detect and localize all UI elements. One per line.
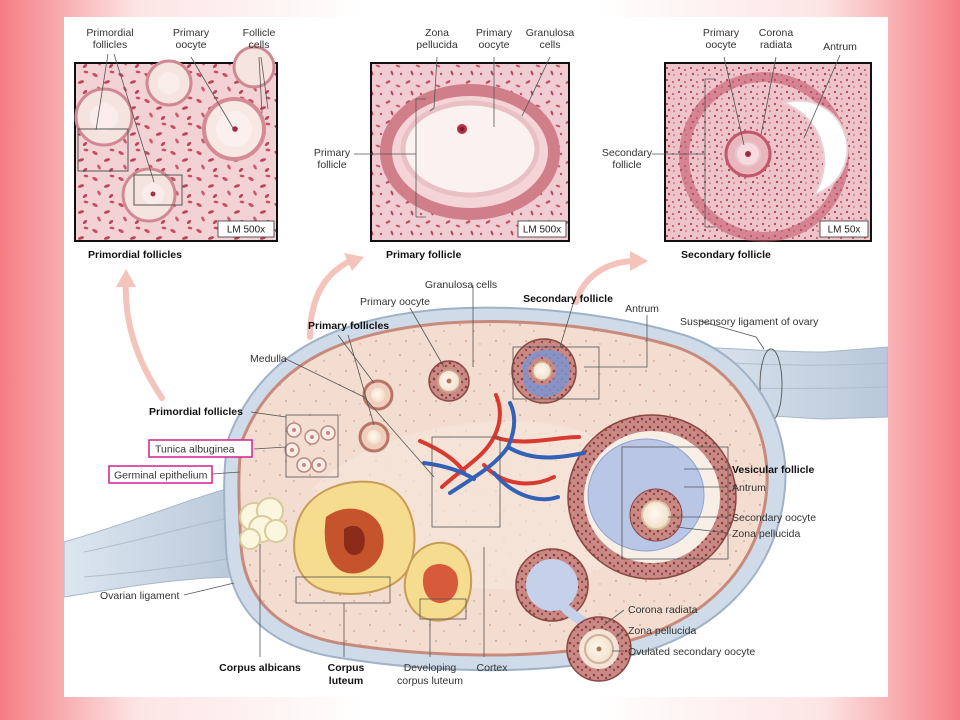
micrograph-caption: Primary follicle xyxy=(386,249,461,261)
label-tunica-albuginea: Tunica albuginea xyxy=(155,444,235,456)
ovary-leaders xyxy=(183,285,765,657)
blood-vessels xyxy=(418,393,586,528)
label-cortex: Cortex xyxy=(477,662,509,674)
label-primary-follicles: Primary follicles xyxy=(308,320,389,332)
primordial-follicle-cluster xyxy=(284,414,339,478)
secondary-follicle xyxy=(511,338,600,404)
label-antrum: Antrum xyxy=(823,41,857,53)
label-primordial-follicles: Primordial follicles xyxy=(149,406,243,418)
ovulated-oocyte xyxy=(566,616,632,682)
label-zona-pellucida-right: Zona pellucida xyxy=(732,528,800,540)
label-secondary-oocyte: Secondary oocyte xyxy=(732,512,816,524)
micrograph-caption: Secondary follicle xyxy=(681,249,771,261)
label-antrum-top: Antrum xyxy=(625,303,659,315)
primary-follicles xyxy=(358,360,470,453)
magnification-label: LM 500x xyxy=(227,225,265,236)
magnification-label: LM 50x xyxy=(828,225,861,236)
label-medulla: Medulla xyxy=(250,353,287,365)
magnification-label: LM 500x xyxy=(523,225,561,236)
label-vesicular-follicle: Vesicular follicle xyxy=(732,464,814,476)
corpus-albicans xyxy=(239,497,288,550)
ovary-labels: Granulosa cells Primary oocyte Secondary… xyxy=(100,279,819,687)
corpus-luteum xyxy=(293,480,416,604)
label-suspensory-ligament: Suspensory ligament of ovary xyxy=(680,316,819,328)
label-ovarian-ligament: Ovarian ligament xyxy=(100,590,179,602)
label-corona-radiata: Corona radiata xyxy=(628,604,698,616)
label-germinal-epithelium: Germinal epithelium xyxy=(114,470,208,482)
micrograph-caption: Primordial follicles xyxy=(88,249,182,261)
germinal-highlight-box xyxy=(108,465,213,484)
label-corpus-albicans: Corpus albicans xyxy=(219,662,301,674)
label-secondary-follicle: Secondary follicle xyxy=(523,293,613,305)
tunica-highlight-box xyxy=(148,439,253,458)
label-granulosa-cells: Granulosa cells xyxy=(425,279,497,291)
label-antrum-right: Antrum xyxy=(732,482,766,494)
label-primary-oocyte: Primary oocyte xyxy=(360,296,430,308)
developing-corpus-luteum xyxy=(403,541,473,622)
vesicular-follicle xyxy=(567,414,737,580)
label-ovulated-secondary-oocyte: Ovulated secondary oocyte xyxy=(628,646,755,658)
label-zona-pellucida-bottom: Zona pellucida xyxy=(628,625,696,637)
connector-arrows xyxy=(116,251,648,401)
